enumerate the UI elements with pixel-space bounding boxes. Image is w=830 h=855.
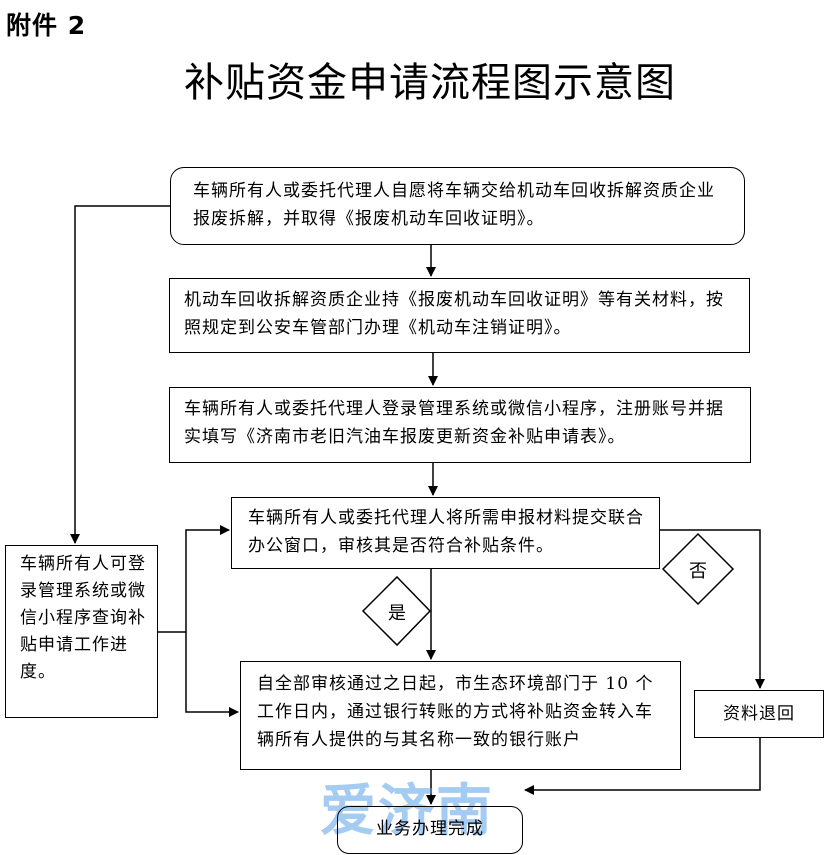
arrow-step4-reject [660, 529, 765, 689]
attachment-label: 附件 2 [6, 11, 87, 40]
step-1-text: 车辆所有人或委托代理人自愿将车辆交给机动车回收拆解资质企业报废拆解，并取得《报废… [193, 181, 715, 229]
reject-text: 资料退回 [723, 704, 795, 724]
step-5-text: 自全部审核通过之日起，市生态环境部门于 10 个工作日内，通过银行转账的方式将补… [257, 674, 654, 750]
decision-yes-label: 是 [388, 603, 406, 624]
step-3-box: 车辆所有人或委托代理人登录管理系统或微信小程序，注册账号并据实填写《济南市老旧汽… [169, 387, 751, 463]
query-box: 车辆所有人可登录管理系统或微信小程序查询补贴申请工作进度。 [5, 545, 158, 718]
arrow-reject-complete [524, 738, 761, 795]
complete-box: 业务办理完成 [337, 806, 523, 854]
step-2-text: 机动车回收拆解资质企业持《报废机动车回收证明》等有关材料，按照规定到公安车管部门… [184, 290, 724, 338]
step-4-box: 车辆所有人或委托代理人将所需申报材料提交联合办公窗口，审核其是否符合补贴条件。 [231, 497, 660, 569]
step-3-text: 车辆所有人或委托代理人登录管理系统或微信小程序，注册账号并据实填写《济南市老旧汽… [184, 399, 724, 447]
page-title: 补贴资金申请流程图示意图 [184, 60, 676, 106]
arrow-query-step4 [185, 525, 230, 632]
step-2-box: 机动车回收拆解资质企业持《报废机动车回收证明》等有关材料，按照规定到公安车管部门… [169, 278, 750, 353]
query-text: 车辆所有人可登录管理系统或微信小程序查询补贴申请工作进度。 [20, 554, 146, 682]
step-1-box: 车辆所有人或委托代理人自愿将车辆交给机动车回收拆解资质企业报废拆解，并取得《报废… [170, 167, 745, 245]
step-5-box: 自全部审核通过之日起，市生态环境部门于 10 个工作日内，通过银行转账的方式将补… [240, 661, 681, 770]
complete-text: 业务办理完成 [376, 819, 484, 839]
decision-no-label: 否 [689, 561, 707, 582]
arrow-query-step5 [185, 632, 239, 717]
arrow-step1-query [70, 205, 170, 544]
decision-yes-diamond [361, 575, 432, 647]
step-4-text: 车辆所有人或委托代理人将所需申报材料提交联合办公窗口，审核其是否符合补贴条件。 [248, 508, 644, 556]
decision-no-diamond [661, 532, 735, 606]
reject-box: 资料退回 [694, 690, 824, 738]
